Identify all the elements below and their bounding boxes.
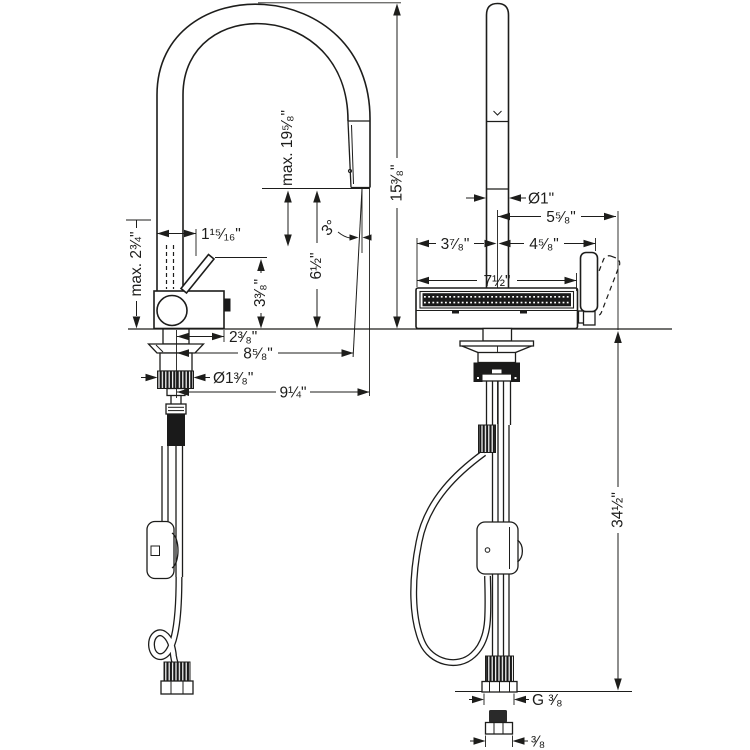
side-view	[146, 3, 371, 695]
dim-center-to-outlet: 8⁵⁄₈"	[243, 346, 273, 363]
dim-hose-length-below-deck: 34½"	[610, 492, 627, 528]
hose-end-nut	[160, 680, 194, 695]
handle-stem	[582, 310, 596, 326]
dim-stream-angle: 3°	[318, 217, 341, 239]
flange-hook	[155, 344, 164, 353]
hose-weight-clip	[517, 539, 524, 563]
hose-coupling	[165, 403, 187, 415]
sprayhead-front-edge	[347, 120, 352, 188]
mounting-neck	[482, 327, 513, 342]
hose-sleeve	[167, 414, 185, 446]
dim-max-hose-extension: max. 19⁵⁄₈"	[279, 110, 296, 186]
dimensions-front-view: Ø1" 5⁵⁄₈" 3⁷⁄₈" 4⁵⁄₈" 7½" 34½"	[416, 191, 627, 750]
handle-lever-side	[179, 253, 216, 295]
dim-supply-thread: G ³⁄₈	[532, 692, 563, 709]
dim-total-height: 15³⁄₈"	[389, 165, 406, 202]
body-tab	[452, 310, 459, 314]
dim-body-width: 7½"	[483, 273, 510, 290]
dim-outlet-height: 6½"	[308, 252, 325, 279]
outlet-band	[422, 293, 571, 307]
body-tab	[520, 310, 527, 314]
spray-toggle-mark	[493, 110, 502, 116]
hose-loop-fill	[411, 451, 491, 665]
supply-corrugation	[485, 655, 514, 682]
body-cap-circle	[156, 294, 188, 327]
dim-center-to-body-edge: 2³⁄₈"	[229, 329, 257, 346]
spout-inner-edge	[182, 22, 349, 291]
handle-front	[579, 251, 599, 313]
dim-adapter-size: ³⁄₈	[531, 734, 545, 750]
hose-weight-front	[476, 521, 519, 575]
hose-weight-side	[146, 520, 175, 580]
dim-center-to-handle-swing: 5⁵⁄₈"	[546, 209, 576, 226]
adapter-nut	[484, 721, 514, 735]
dim-spout-diameter: Ø1"	[528, 191, 554, 208]
mounting-flange-front	[459, 340, 535, 347]
dim-left-edge-to-center: 3⁷⁄₈"	[441, 236, 470, 253]
mounting-nut	[473, 362, 520, 374]
dim-center-to-spray-edge: 9¼"	[279, 385, 306, 402]
sprayhead-button	[347, 168, 353, 174]
hose-weight-notch	[150, 545, 160, 556]
reference-lines	[128, 328, 672, 692]
dim-center-to-handle: 4⁵⁄₈"	[529, 236, 559, 253]
adapter-cap	[489, 710, 507, 723]
front-view	[410, 2, 621, 735]
hose-weight-screw	[484, 547, 491, 553]
mounting-nut-notch	[492, 369, 502, 374]
dim-max-deck-thickness: max. 2¾"	[128, 232, 145, 297]
dim-spout-to-handle-tip: 1¹⁵⁄₁₆"	[201, 226, 241, 243]
water-stream-line	[352, 188, 363, 358]
hose-end-corrugation	[163, 661, 191, 682]
shank-thread	[157, 370, 194, 389]
hose-sleeve-front	[478, 424, 496, 453]
hose-loop-fill	[149, 576, 182, 665]
hose-weight-clip	[171, 532, 179, 569]
aerator-nub	[224, 298, 231, 312]
shank-body-front	[477, 351, 517, 364]
mounting-plate	[475, 373, 518, 382]
spout-outer-edge	[156, 3, 371, 291]
sprayhead-face-line	[351, 124, 354, 185]
dim-shank-diameter: Ø1³⁄₈"	[213, 370, 253, 387]
dim-handle-height: 3³⁄₈"	[252, 279, 269, 307]
spout-column	[485, 2, 510, 292]
